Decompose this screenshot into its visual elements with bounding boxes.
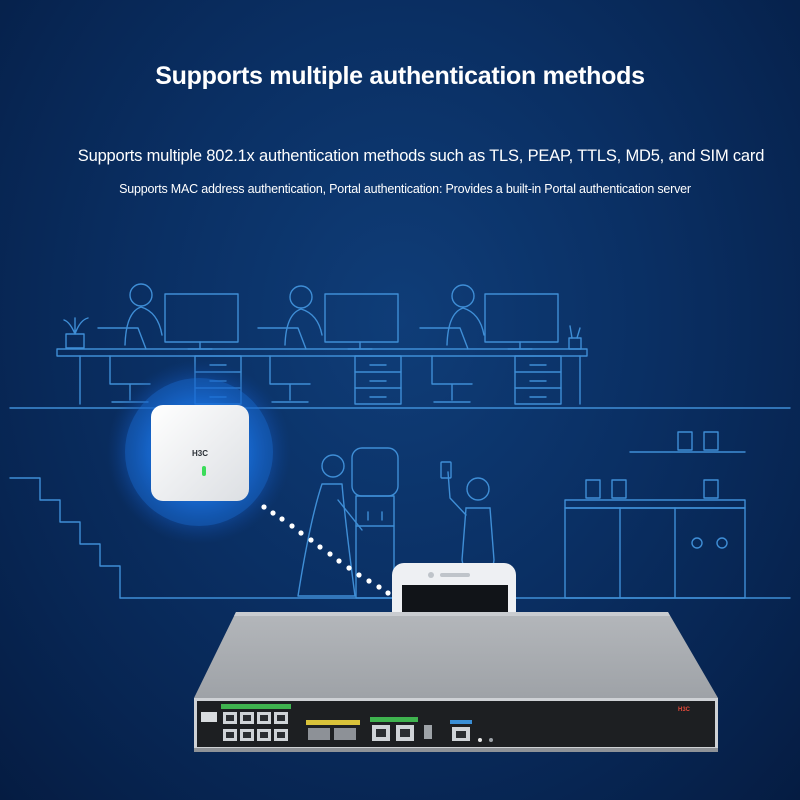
wireless-link-dots	[261, 504, 391, 596]
ap-status-led	[202, 466, 206, 476]
controller-brand-logo: H3C	[678, 707, 691, 713]
banner-title: Supports multiple authentication methods	[155, 62, 645, 90]
ap-brand-logo: H3C	[192, 449, 208, 458]
access-point: H3C	[107, 360, 291, 544]
feature-line-mac-portal: Supports MAC address authentication, Por…	[119, 182, 691, 196]
feature-line-8021x: Supports multiple 802.1x authentication …	[77, 147, 765, 165]
access-controller: H3C	[194, 612, 718, 752]
